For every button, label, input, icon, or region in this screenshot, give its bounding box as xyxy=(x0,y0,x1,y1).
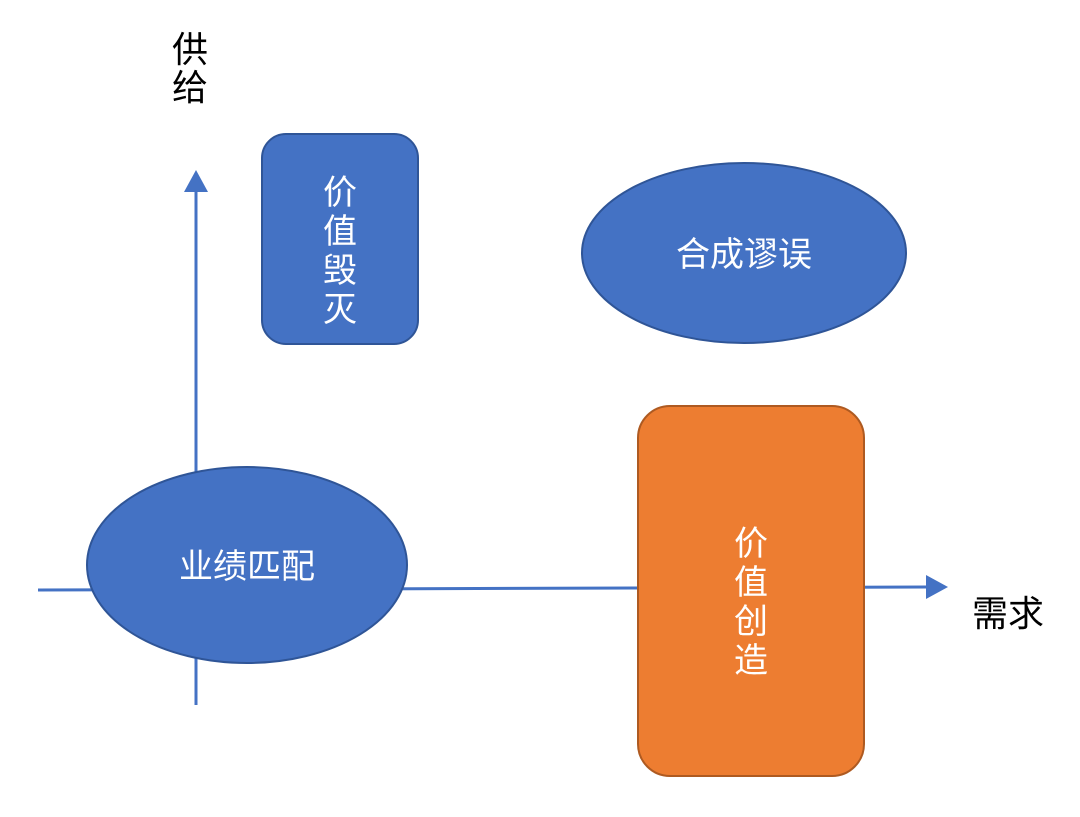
fallacy-of-composition-ellipse xyxy=(581,162,907,344)
fallacy-of-composition-label: 合成谬误 xyxy=(676,235,812,275)
value-destruction-node: 价 值 毁 灭 xyxy=(261,133,419,345)
performance-matching-node: 业绩匹配 xyxy=(86,466,408,664)
y-axis-label-char: 供 xyxy=(172,30,208,71)
value-destruction-label-char: 价 xyxy=(323,173,357,213)
value-creation-label-char: 价 xyxy=(734,524,768,564)
value-creation-box xyxy=(637,405,865,777)
performance-matching-ellipse xyxy=(86,466,408,664)
performance-matching-label: 业绩匹配 xyxy=(179,547,315,587)
x-axis-label: 需求 xyxy=(972,594,1044,635)
y-axis-label-char: 给 xyxy=(172,68,208,109)
value-destruction-label-char: 值 xyxy=(323,212,357,252)
value-creation-node: 价 值 创 造 xyxy=(637,405,865,777)
value-destruction-box xyxy=(261,133,419,345)
x-axis-arrow-icon xyxy=(926,575,948,599)
value-creation-label-char: 造 xyxy=(734,641,768,681)
y-axis-label: 供 给 xyxy=(172,30,208,109)
y-axis-arrow-icon xyxy=(184,170,208,192)
fallacy-of-composition-node: 合成谬误 xyxy=(581,162,907,344)
value-destruction-label-char: 灭 xyxy=(323,290,357,330)
value-destruction-label-char: 毁 xyxy=(323,251,357,291)
value-creation-label-char: 创 xyxy=(734,602,768,642)
value-creation-label-char: 值 xyxy=(734,563,768,603)
